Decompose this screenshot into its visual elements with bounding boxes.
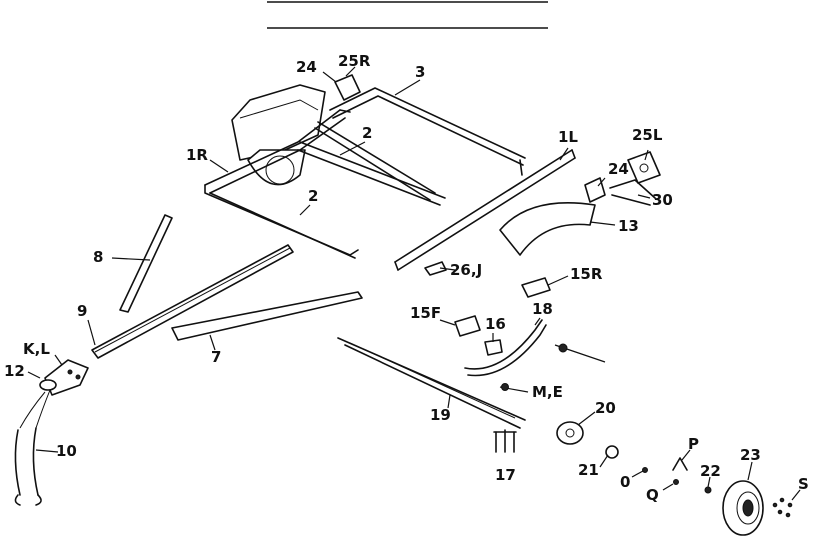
label-15R: 15R [570,265,603,283]
boat-hull-shape [231,84,326,186]
label-3: 3 [415,63,425,81]
clamp-15F [454,315,481,337]
label-P: P [688,435,699,453]
label-25L: 25L [632,126,663,144]
nut-Q [673,479,679,485]
fender-13 [499,202,596,256]
hub-20 [556,421,584,445]
label-25R: 25R [338,52,371,70]
bolt-right [554,343,606,363]
pad-15R [521,277,551,298]
spring-bracket-18 [464,319,547,377]
label-KL: K,L [23,340,50,358]
label-8: 8 [93,248,103,266]
label-16: 16 [485,315,506,333]
plate-16 [484,339,503,356]
label-30: 30 [652,191,673,209]
label-24-right: 24 [608,160,629,178]
label-10: 10 [56,442,77,460]
label-24-top: 24 [296,58,317,76]
callout-labels: 24 25R 3 1R 2 2 1L 25L 24 30 13 8 26,J 1… [4,52,809,504]
label-2-upper: 2 [362,124,372,142]
label-S: S [798,475,809,493]
label-18: 18 [532,300,553,318]
label-7: 7 [211,348,221,366]
label-21: 21 [578,461,599,479]
label-ME: M,E [532,383,563,401]
bracket-25L [627,151,661,184]
lug-nuts-S [772,497,793,518]
label-23: 23 [740,446,761,464]
label-12: 12 [4,362,25,380]
washer-0 [642,467,648,473]
label-22: 22 [700,462,721,480]
bracket-25R [334,74,361,101]
tongue-rail-9 [91,244,294,359]
cap-21 [605,445,619,459]
label-Q: Q [646,486,659,504]
bolt-ME [499,383,529,393]
frame-front-section [204,109,446,259]
safety-chains-10 [14,389,51,506]
pin-P [672,457,688,471]
label-26J: 26,J [450,261,482,279]
label-19: 19 [430,406,451,424]
label-9: 9 [77,302,87,320]
label-1L: 1L [558,128,578,146]
u-bolt-17 [493,429,517,453]
lug-22 [704,486,712,494]
label-2-lower: 2 [308,187,318,205]
label-15F: 15F [410,304,441,322]
frame-rear-section [314,87,526,201]
label-0: 0 [620,473,630,491]
rail-1L [394,149,576,271]
wheel-23 [722,480,764,536]
axle-19 [337,337,526,429]
label-17: 17 [495,466,516,484]
leader-lines [27,66,801,501]
label-20: 20 [595,399,616,417]
label-1R: 1R [186,146,208,164]
coupler-12 [39,359,89,396]
strut-8 [119,214,173,313]
bracket-24-and-30 [584,177,656,206]
rail-7 [171,291,363,341]
label-13: 13 [618,217,639,235]
pad-26J [424,261,447,276]
